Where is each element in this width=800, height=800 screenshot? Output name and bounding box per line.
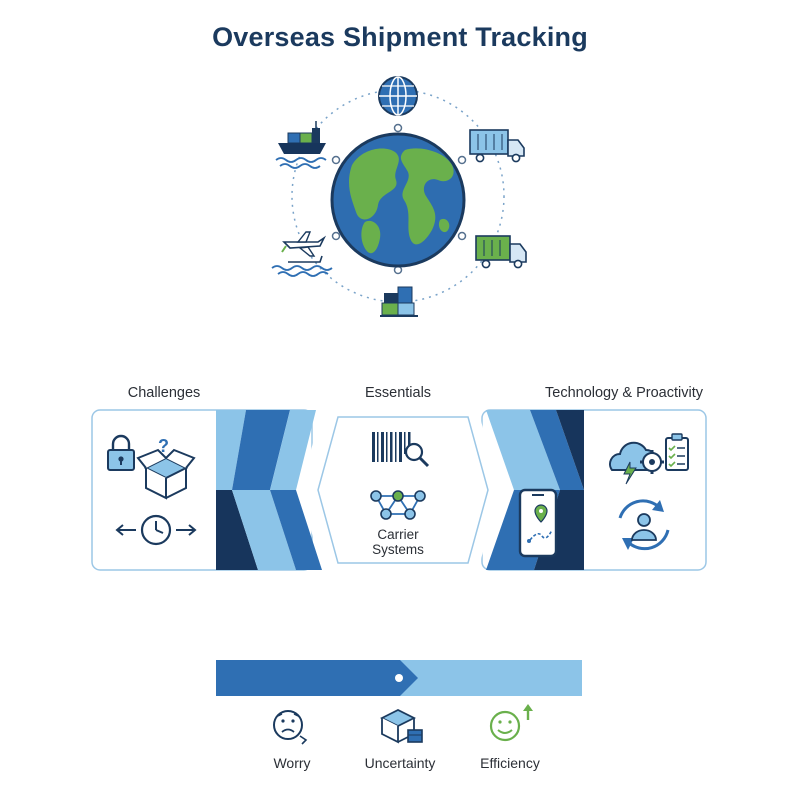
section-label-challenges: Challenges <box>127 385 201 401</box>
orbit-ring <box>291 89 505 303</box>
svg-text:?: ? <box>158 436 169 456</box>
checklist-icon <box>665 433 689 471</box>
boxes-icon <box>379 708 423 744</box>
clock-icon <box>115 514 197 546</box>
truck-icon <box>475 235 527 269</box>
cloud-gear-icon <box>609 441 664 485</box>
outcome-label-uncertainty: Uncertainty <box>364 755 436 771</box>
carrier-label-line1: Carrier <box>377 527 419 542</box>
container-icon <box>380 286 418 317</box>
section-label-essentials: Essentials <box>364 385 432 401</box>
airplane-icon <box>271 231 333 277</box>
page-title: Overseas Shipment Tracking <box>212 22 588 52</box>
ship-icon <box>275 121 327 169</box>
barcode-icon <box>372 432 430 468</box>
user-refresh-icon <box>618 499 670 551</box>
network-icon <box>370 490 426 520</box>
progress-bar <box>216 660 582 696</box>
outcome-label-worry: Worry <box>273 755 311 771</box>
outcome-label-efficiency: Efficiency <box>480 755 540 771</box>
truck-icon <box>469 129 525 163</box>
carrier-label-line2: Systems <box>372 542 424 557</box>
happy-face-icon <box>489 704 533 742</box>
small-globe-icon <box>378 76 418 116</box>
carrier-systems-label: Carrier Systems <box>372 527 424 557</box>
open-box-icon: ? <box>136 436 196 500</box>
globe-icon <box>330 132 466 268</box>
worried-face-icon <box>273 710 308 745</box>
section-label-technology: Technology & Proactivity <box>545 385 703 401</box>
lock-icon <box>107 434 135 471</box>
smartphone-icon <box>518 488 558 558</box>
